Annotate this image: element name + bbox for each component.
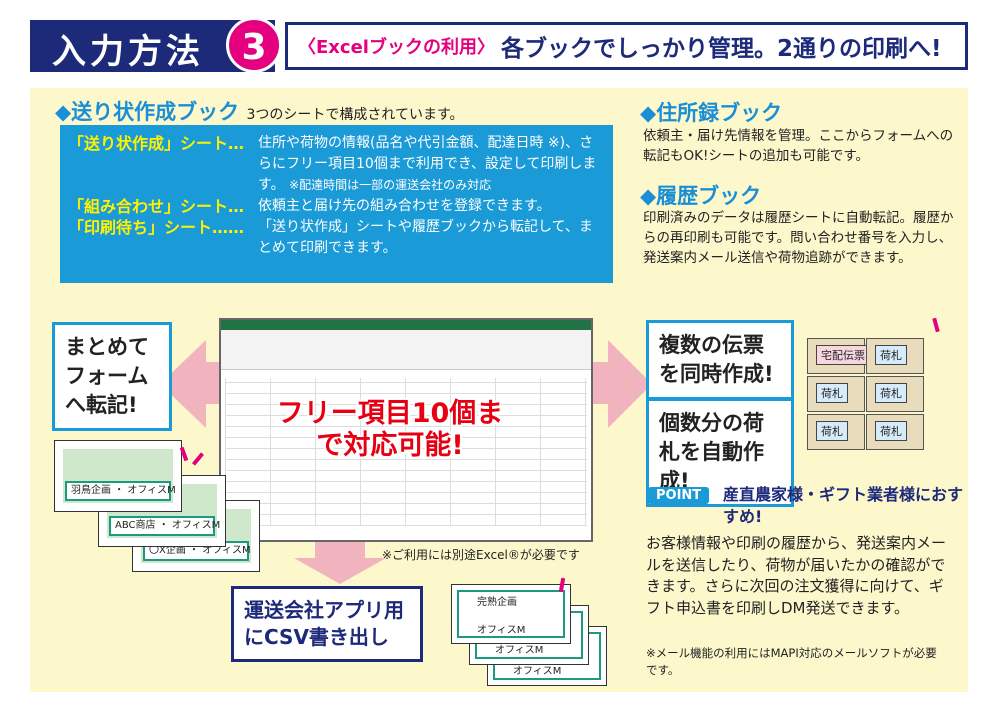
form-card: 羽鳥企画 ・ オフィスM [54,440,182,512]
arrow-down-icon [294,558,386,584]
shipping-tag: 完熟企画オフィスM [451,584,571,644]
point-note: ※メール機能の利用にはMAPI対応のメールソフトが必要です。 [646,646,937,677]
free-items-callout: フリー項目10個まで対応可能! [276,398,504,461]
sheet-item: 「組み合わせ」シート…依頼主と届け先の組み合わせを登録できます。 [68,197,551,216]
excel-required-note: ※ご利用には別途Excel®が必要です [382,548,580,562]
step-number-badge: 3 [226,17,282,73]
point-badge: POINT [648,487,710,504]
form-transfer-callout: まとめてフォームへ転記! [52,322,172,431]
invoice-book-heading: ◆送り状作成ブック 3つのシートで構成されています。 [55,100,464,124]
header-subtitle: 〈Excelブックの利用〉 [298,37,495,58]
point-body: お客様情報や印刷の履歴から、発送案内メールを送信したり、荷物が届いたかの確認がで… [646,534,947,617]
spreadsheet-grid [225,378,587,526]
excel-screenshot [219,318,593,542]
history-book-desc: 印刷済みのデータは履歴シートに自動転記。履歴からの再印刷も可能です。問い合わせ番… [643,210,954,266]
address-book-heading: ◆住所録ブック [640,101,783,125]
package-box: 荷札 [866,376,924,412]
invoice-book-intro: 3つのシートで構成されています。 [246,107,464,123]
sheet-item: 「印刷待ち」シート……「送り状作成」シートや履歴ブックから転記して、まとめて印刷… [68,218,593,256]
sheet-item: 「送り状作成」シート…住所や荷物の情報(品名や代引金額、配達日時 ※)、さらにフ… [68,134,597,193]
arrow-down-shaft [315,540,365,560]
package-box: 荷札 [807,414,865,450]
csv-export-callout: 運送会社アプリ用にCSV書き出し [231,586,423,662]
header-title: 入力方法 [52,32,204,72]
history-book-heading: ◆履歴ブック [640,184,762,208]
header-headline-box: 〈Excelブックの利用〉 各ブックでしっかり管理。2通りの印刷へ! [285,22,968,70]
multi-slip-callout: 複数の伝票を同時作成! [646,320,794,400]
package-box: 宅配伝票 [807,338,870,374]
point-title: 産直農家様・ギフト業者様におすすめ! [723,485,964,526]
address-book-desc: 依頼主・届け先情報を管理。ここからフォームへの転記もOK!シートの追加も可能です… [643,128,954,164]
package-box: 荷札 [807,376,865,412]
header-headline: 各ブックでしっかり管理。2通りの印刷へ! [500,36,942,62]
package-box: 荷札 [866,414,924,450]
package-box: 荷札 [866,338,924,374]
arrow-right-icon [608,340,652,428]
sheet-list: 「送り状作成」シート…住所や荷物の情報(品名や代引金額、配達日時 ※)、さらにフ… [60,125,613,283]
